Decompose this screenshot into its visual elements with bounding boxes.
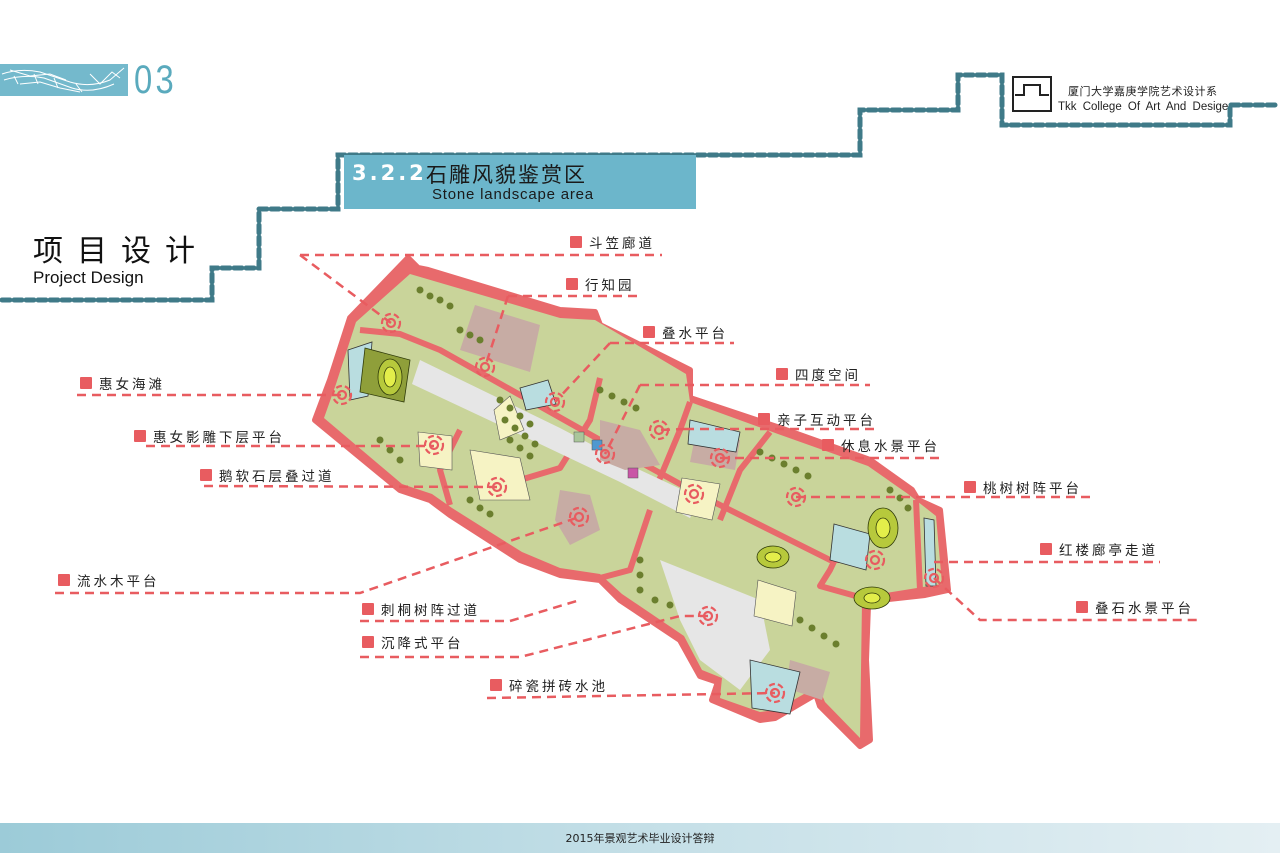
page-title-cn: 项目设计 <box>33 234 209 269</box>
map-label-sunken-platform: 沉降式平台 <box>362 632 464 652</box>
map-label-pebble-passage: 鹅软石层叠过道 <box>200 465 335 485</box>
hand-sketch-icon <box>1 67 125 93</box>
label-marker-icon <box>80 377 92 389</box>
label-marker-icon <box>362 636 374 648</box>
map-label-huinv-beach: 惠女海滩 <box>80 373 165 393</box>
site-plan-map <box>312 255 951 749</box>
label-marker-icon <box>822 439 834 451</box>
map-label-parent-child-platform: 亲子互动平台 <box>758 409 876 429</box>
map-label-rock-water-platform: 叠石水景平台 <box>1076 597 1194 617</box>
map-label-xingzhi-garden: 行知园 <box>566 274 635 294</box>
section-heading-box <box>344 155 696 209</box>
map-label-flowing-wood-platform: 流水木平台 <box>58 570 160 590</box>
chapter-number: 03 <box>134 58 178 102</box>
footer-bar <box>0 823 1280 853</box>
label-marker-icon <box>490 679 502 691</box>
section-number: 3.2.2 <box>352 161 427 185</box>
map-label-fourth-dimension: 四度空间 <box>776 364 861 384</box>
school-name-en: Tkk College Of Art And Desige <box>1058 101 1229 113</box>
label-marker-icon <box>566 278 578 290</box>
map-label-huinv-lower-platform: 惠女影雕下层平台 <box>134 426 285 446</box>
section-title-cn: 石雕风貌鉴赏区 <box>426 163 587 187</box>
section-title-en: Stone landscape area <box>432 186 594 203</box>
map-label-cascade-platform: 叠水平台 <box>643 322 728 342</box>
map-label-porcelain-pool: 碎瓷拼砖水池 <box>490 675 608 695</box>
page-title-en: Project Design <box>33 268 144 287</box>
tree-dots <box>376 286 912 648</box>
label-marker-icon <box>362 603 374 615</box>
label-marker-icon <box>643 326 655 338</box>
label-marker-icon <box>58 574 70 586</box>
leader-lines <box>55 253 1200 700</box>
map-label-rest-water-platform: 休息水景平台 <box>822 435 940 455</box>
label-marker-icon <box>964 481 976 493</box>
map-label-coral-tree-passage: 刺桐树阵过道 <box>362 599 480 619</box>
school-logo <box>1012 76 1052 112</box>
map-label-peach-grove-platform: 桃树树阵平台 <box>964 477 1082 497</box>
label-marker-icon <box>776 368 788 380</box>
label-marker-icon <box>134 430 146 442</box>
chapter-banner <box>0 64 128 96</box>
map-label-red-pavilion-walkway: 红楼廊亭走道 <box>1040 539 1158 559</box>
footer-text: 2015年景观艺术毕业设计答辩 <box>565 832 715 845</box>
map-label-douli-corridor: 斗笠廊道 <box>570 232 655 252</box>
label-marker-icon <box>1040 543 1052 555</box>
label-marker-icon <box>1076 601 1088 613</box>
building-logo-icon <box>1015 84 1049 96</box>
staircase-dashed-path <box>0 72 1280 303</box>
label-marker-icon <box>758 413 770 425</box>
label-marker-icon <box>570 236 582 248</box>
school-name-cn: 厦门大学嘉庚学院艺术设计系 <box>1068 85 1218 98</box>
label-marker-icon <box>200 469 212 481</box>
